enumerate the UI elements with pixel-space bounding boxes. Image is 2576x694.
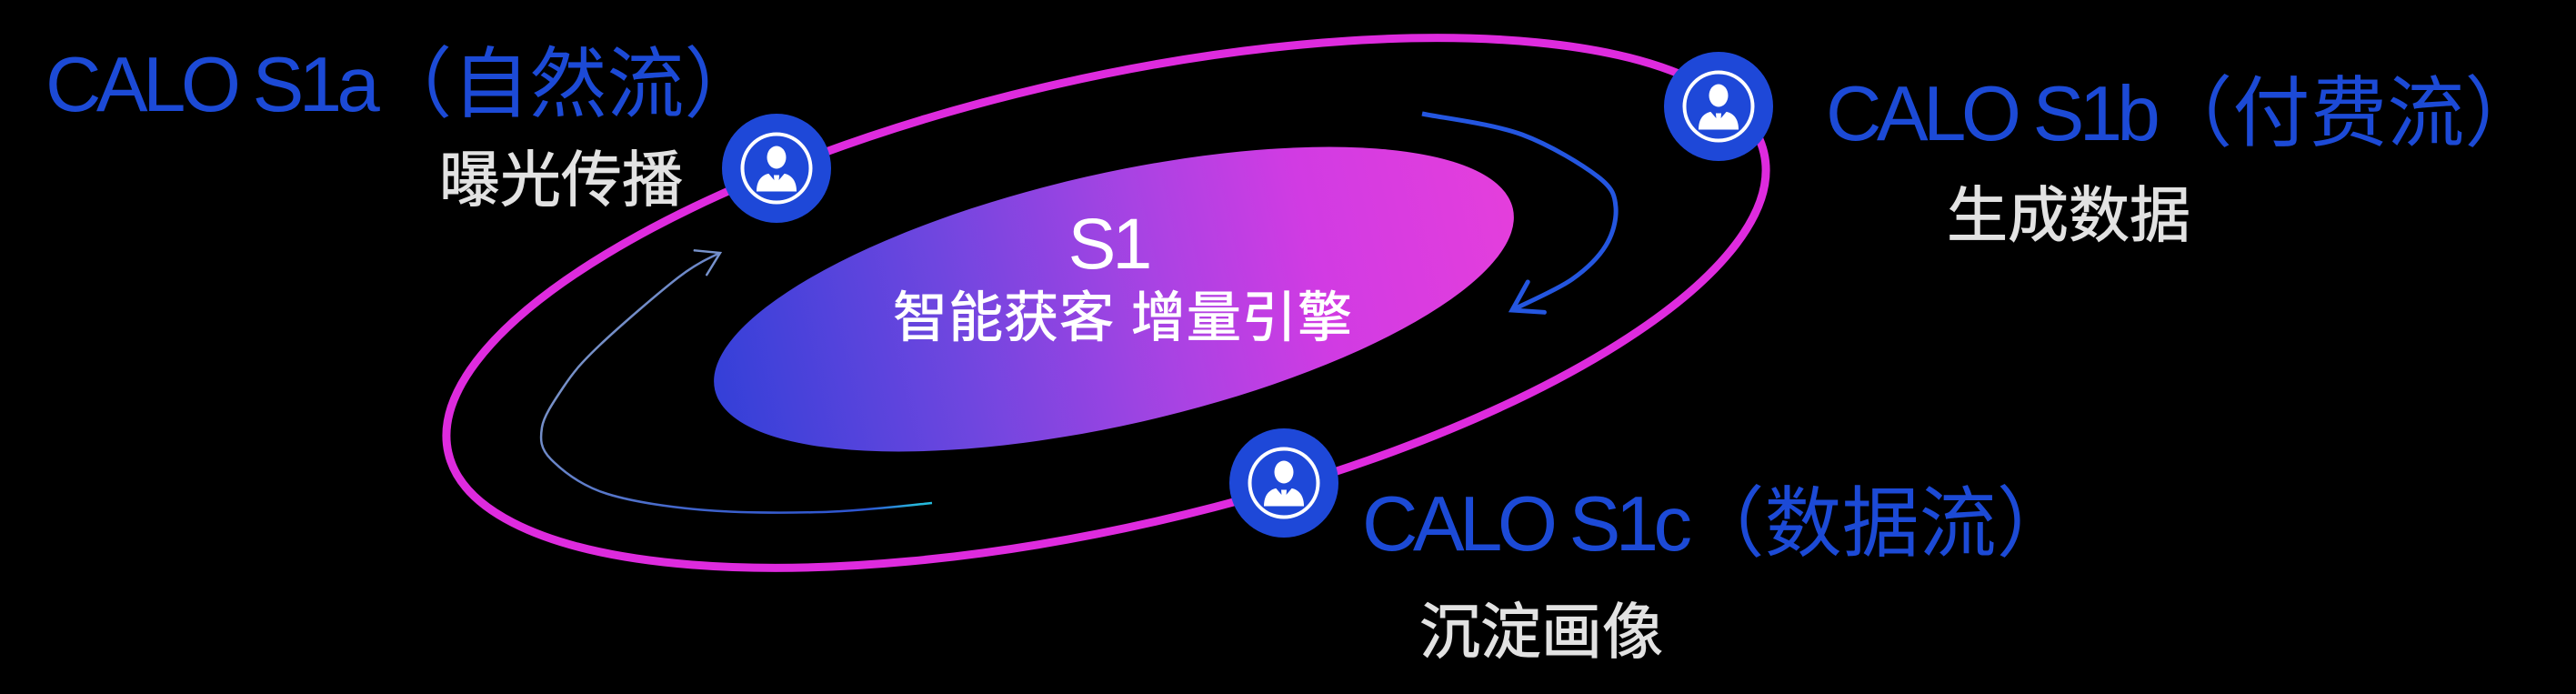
- businessperson-icon: [757, 146, 797, 192]
- sublabel-s1c: 沉淀画像: [1419, 598, 1663, 667]
- label-s1b-paren: （付费流）: [2155, 71, 2541, 157]
- core-title: S1: [1068, 203, 1150, 284]
- orbit-ellipse: [442, 34, 1770, 572]
- orbit-group: [442, 34, 1770, 572]
- label-s1a-latin: CALO S1a: [45, 42, 381, 128]
- core-ellipse: [714, 146, 1514, 452]
- node-s1b: [1664, 52, 1773, 161]
- label-s1b-latin: CALO S1b: [1826, 71, 2158, 157]
- businessperson-icon: [1699, 84, 1739, 130]
- node-ring: [1682, 70, 1755, 143]
- label-s1c-latin: CALO S1c: [1362, 481, 1691, 568]
- core-tagline: 智能获客 增量引擎: [893, 287, 1353, 348]
- node-ring: [740, 132, 813, 205]
- businessperson-icon: [1264, 460, 1304, 507]
- sublabel-s1a: 曝光传播: [439, 146, 683, 215]
- core-ellipse-group: [714, 146, 1514, 452]
- curved-arrow-down-icon: [1421, 111, 1619, 315]
- label-s1a: CALO S1a（自然流）: [45, 42, 761, 128]
- label-s1b: CALO S1b（付费流）: [1826, 71, 2541, 157]
- node-s1c: [1229, 428, 1338, 538]
- sublabel-s1b: 生成数据: [1947, 182, 2190, 250]
- curved-arrow-up-icon: [539, 249, 933, 514]
- label-s1c-paren: （数据流）: [1688, 481, 2074, 568]
- label-s1c: CALO S1c（数据流）: [1362, 481, 2074, 568]
- label-s1a-paren: （自然流）: [375, 42, 761, 128]
- node-ring: [1248, 447, 1320, 519]
- node-s1a: [722, 114, 831, 223]
